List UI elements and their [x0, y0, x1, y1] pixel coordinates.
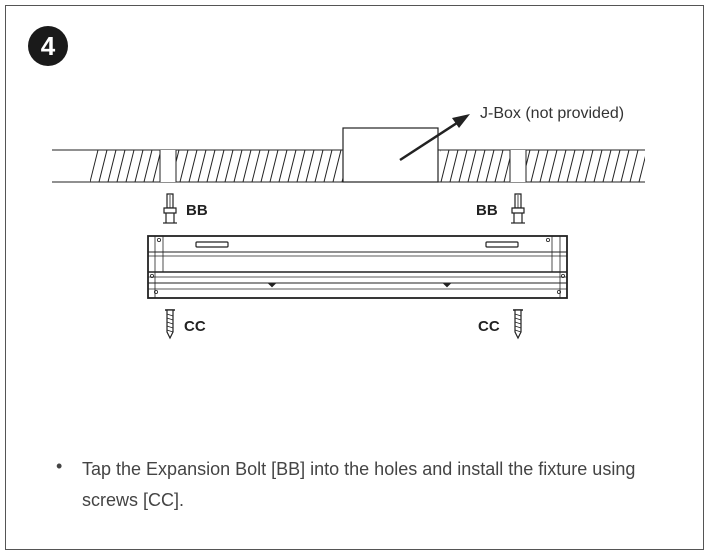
hatch-line: [242, 150, 252, 182]
expansion-bolt-right-icon: [511, 193, 525, 224]
hatch-line: [107, 150, 117, 182]
hatch-line: [287, 150, 297, 182]
hatch-line: [539, 150, 549, 182]
hatch-line: [467, 150, 477, 182]
hatch-line: [90, 150, 99, 182]
hatch-line: [602, 150, 612, 182]
hatch-line: [494, 150, 504, 182]
hatch-line: [98, 150, 108, 182]
bb-label-right: BB: [476, 202, 498, 219]
hatch-line: [638, 150, 645, 182]
hatch-line: [143, 150, 153, 182]
hatch-line: [629, 150, 639, 182]
instruction-text: Tap the Expansion Bolt [BB] into the hol…: [82, 459, 636, 510]
hatch-line: [332, 150, 342, 182]
hatch-line: [657, 150, 665, 182]
hatch-line: [449, 150, 459, 182]
hatch-line: [179, 150, 189, 182]
hatch-line: [593, 150, 603, 182]
junction-box: [342, 127, 439, 183]
jbox-arrow: [399, 114, 470, 162]
hatch-line: [116, 150, 126, 182]
jbox-label: J-Box (not provided): [480, 105, 624, 122]
hatch-line: [251, 150, 261, 182]
hatch-line: [485, 150, 495, 182]
instruction-bullet: •: [56, 456, 63, 476]
instruction-panel: [5, 5, 704, 550]
hatch-line: [440, 150, 450, 182]
hatch-line: [530, 150, 540, 182]
hatch-line: [260, 150, 270, 182]
hatch-line: [278, 150, 288, 182]
hatch-line: [323, 150, 333, 182]
hatch-line: [611, 150, 621, 182]
ceiling-section: [52, 149, 665, 183]
hatch-line: [620, 150, 630, 182]
hatch-line: [134, 150, 144, 182]
hatch-line: [125, 150, 135, 182]
hatch-line: [548, 150, 558, 182]
light-fixture: [147, 235, 568, 299]
hatch-line: [648, 150, 656, 182]
expansion-bolt-left-icon: [163, 193, 177, 224]
hatch-line: [314, 150, 324, 182]
hatch-line: [557, 150, 567, 182]
hatch-line: [458, 150, 468, 182]
bb-label-left: BB: [186, 202, 208, 219]
hatch-line: [566, 150, 576, 182]
hatch-line: [215, 150, 225, 182]
cc-label-left: CC: [184, 318, 206, 335]
hatch-line: [296, 150, 306, 182]
hatch-line: [269, 150, 279, 182]
hatch-line: [584, 150, 594, 182]
hatch-line: [197, 150, 207, 182]
cc-label-right: CC: [478, 318, 500, 335]
screw-right-icon: [513, 309, 523, 340]
hatch-line: [305, 150, 315, 182]
hatch-line: [224, 150, 234, 182]
hatch-line: [476, 150, 486, 182]
hatch-line: [188, 150, 198, 182]
step-number-badge: 4: [28, 26, 68, 66]
hatch-line: [233, 150, 243, 182]
hatch-line: [575, 150, 585, 182]
screw-left-icon: [165, 309, 175, 340]
hatch-line: [206, 150, 216, 182]
